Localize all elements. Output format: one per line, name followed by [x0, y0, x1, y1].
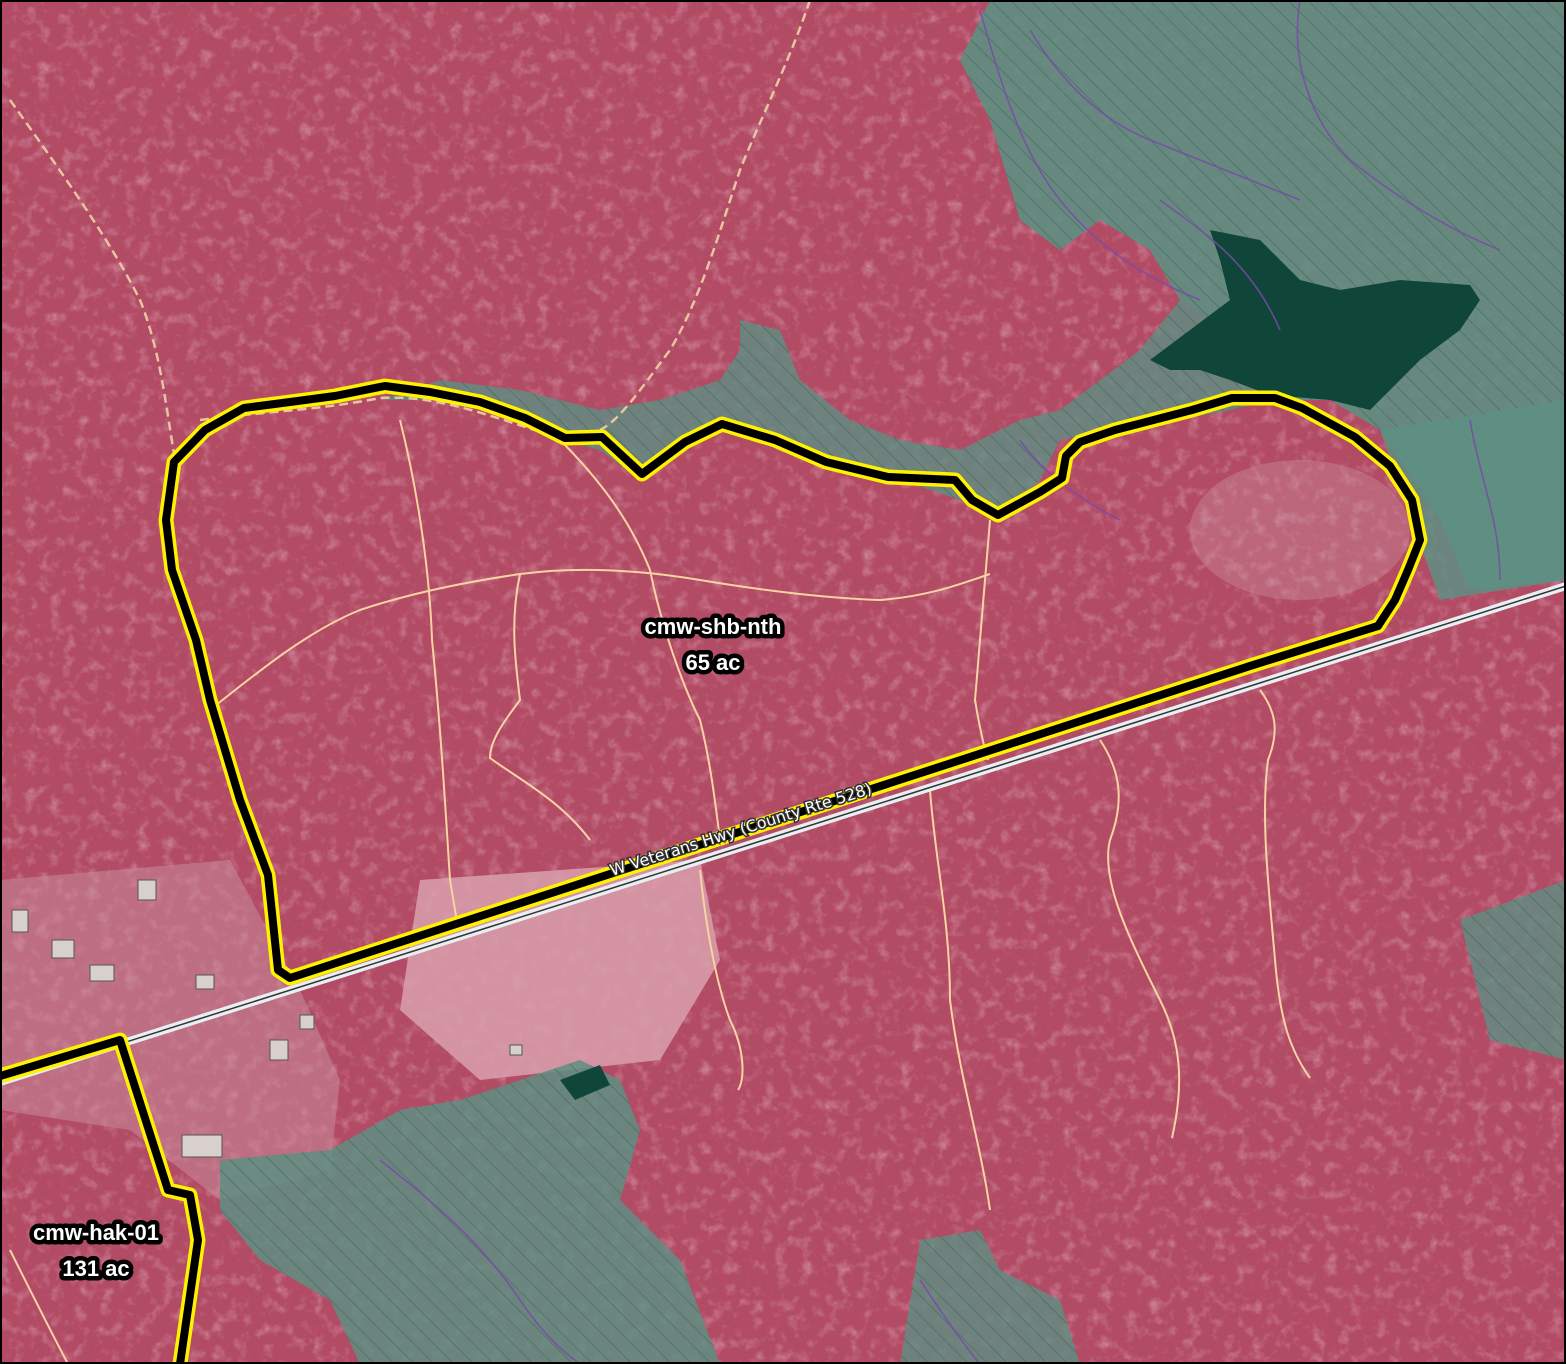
- buildings: [11, 879, 523, 1158]
- parcel-label-name: cmw-shb-nth: [645, 614, 782, 639]
- parcel-label-area: 131 ac: [62, 1256, 129, 1281]
- parcel-label-name: cmw-hak-01: [33, 1220, 159, 1245]
- highway: [0, 582, 1566, 1086]
- forest-trails: [9, 419, 1311, 1364]
- light-forest-patch: [1190, 460, 1410, 600]
- parcel-label-area: 65 ac: [685, 650, 740, 675]
- small-pond: [560, 1065, 610, 1100]
- parcel-boundaries: [0, 378, 1428, 1364]
- pond: [1150, 230, 1480, 410]
